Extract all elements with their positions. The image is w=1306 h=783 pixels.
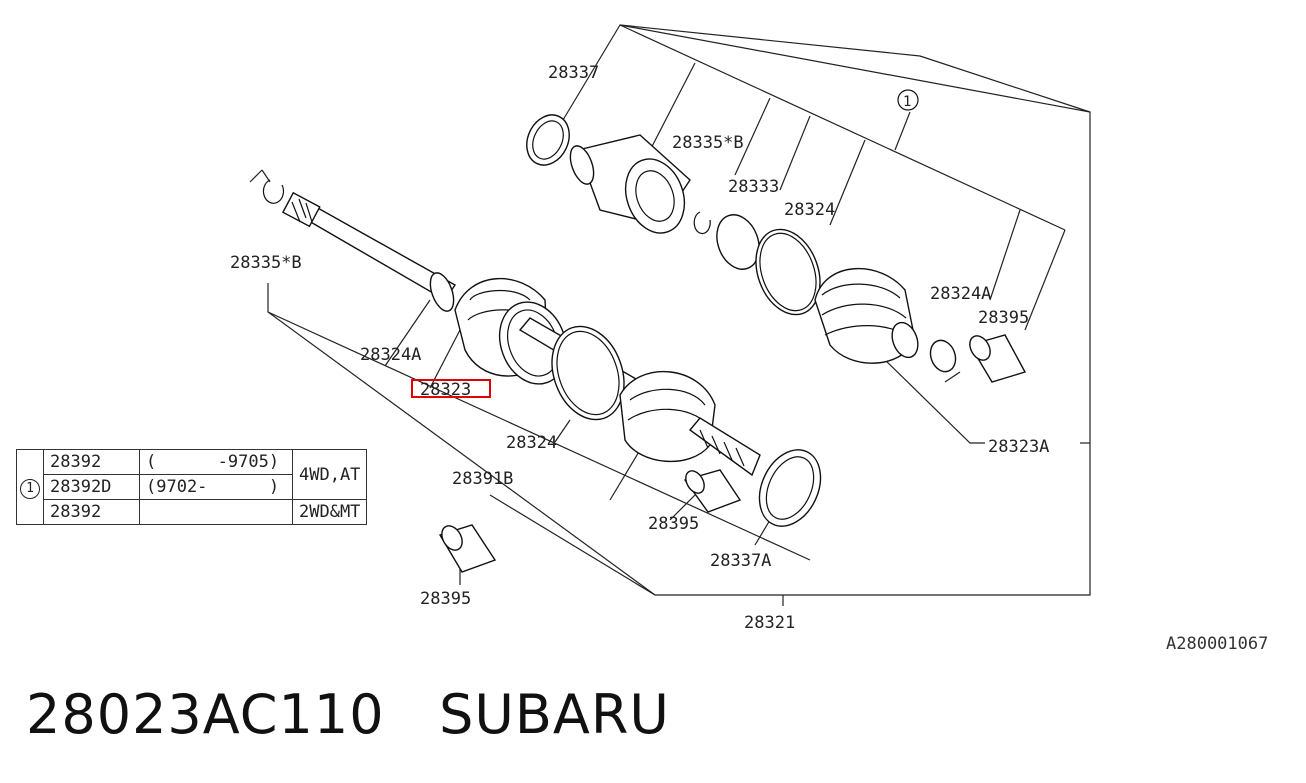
callout-labels: 28337 28335*B 28333 28324 28324A 28395 2…	[230, 63, 1049, 633]
callout-28395-right: 28395	[978, 308, 1029, 328]
highlight-box[interactable]	[411, 379, 491, 398]
callout-28324a-right: 28324A	[930, 284, 991, 304]
callout-28321: 28321	[744, 613, 795, 633]
callout-28395-bottom: 28395	[420, 589, 471, 609]
callout-28333: 28333	[728, 177, 779, 197]
footer-title: 28023AC110 SUBARU	[26, 683, 670, 746]
callout-28323a: 28323A	[988, 437, 1049, 457]
dust-seal-bottom-icon	[758, 449, 822, 527]
table-spec-cell: 4WD,AT	[291, 449, 368, 500]
boot-right-icon	[814, 268, 916, 364]
circle-ref-icon: 1	[20, 479, 40, 499]
table-row: 1 28392 ( -9705) 4WD,AT	[16, 449, 368, 525]
callout-28337a: 28337A	[710, 551, 771, 571]
callout-28335b-top: 28335*B	[672, 133, 744, 153]
part-number: 28023AC110	[26, 683, 385, 746]
callout-28324-mid: 28324	[506, 433, 557, 453]
table-range-cell: ( -9705)	[139, 449, 293, 475]
table-part-cell: 28392	[43, 449, 140, 475]
boot-band-mid-icon	[551, 325, 625, 421]
spline-left-icon	[281, 191, 321, 228]
callout-28324a-left: 28324A	[360, 345, 421, 365]
diagram-ref-code: A280001067	[1166, 634, 1269, 654]
leader-lines	[249, 24, 1091, 606]
circlip-left-icon	[262, 179, 285, 204]
callout-28323: 28323	[420, 380, 471, 400]
table-part-cell: 28392D	[43, 474, 140, 500]
circlip-top-icon	[693, 211, 711, 235]
callout-28391b: 28391B	[452, 469, 513, 489]
callout-28337: 28337	[548, 63, 599, 83]
boot-band-top-icon	[755, 228, 821, 316]
dust-seal-top-icon	[526, 114, 570, 166]
application-table: 1 28392 ( -9705) 4WD,AT 28392D (9702- ) …	[16, 449, 368, 525]
table-part-cell: 28392	[43, 499, 140, 525]
circle-ref-label: 1	[903, 94, 911, 110]
brand-name: SUBARU	[439, 683, 670, 746]
callout-28324-top: 28324	[784, 200, 835, 220]
callout-28395-mid: 28395	[648, 514, 699, 534]
small-band-icon	[429, 272, 455, 312]
ring-28333-icon	[716, 214, 760, 270]
table-range-cell: (9702- )	[139, 474, 293, 500]
table-ref-cell: 1	[16, 449, 44, 525]
circle-ref-icon	[897, 89, 919, 111]
outer-joint-assembly	[526, 114, 957, 373]
table-range-cell	[139, 499, 293, 525]
cv-shaft-assembly	[262, 179, 1027, 573]
table-row: 28392 2WD&MT	[17, 499, 368, 525]
small-band-right-icon	[929, 339, 957, 373]
table-spec-cell: 2WD&MT	[291, 499, 368, 525]
callout-28335b-left: 28335*B	[230, 253, 302, 273]
outer-spline-icon	[688, 417, 761, 477]
